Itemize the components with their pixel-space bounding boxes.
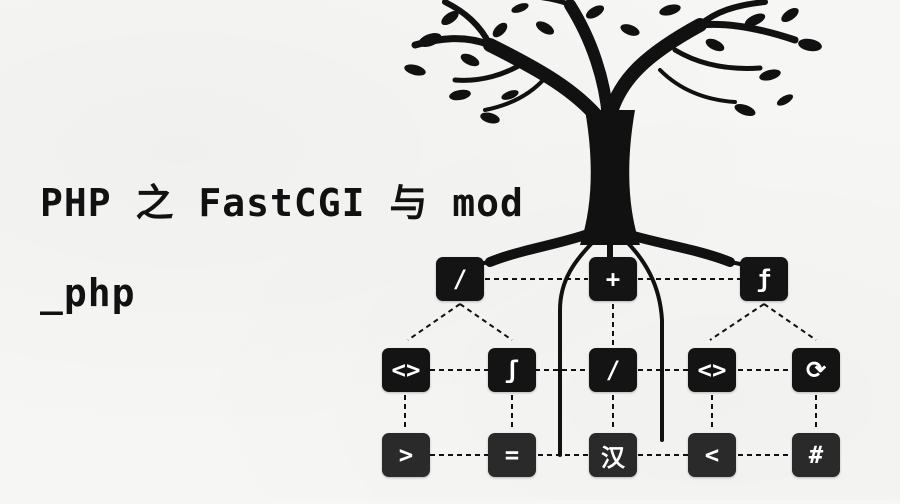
tree-icon bbox=[404, 0, 822, 457]
node-bottom-2: = bbox=[488, 433, 536, 477]
node-mid-5: ⟳ bbox=[792, 348, 840, 392]
node-bottom-5: # bbox=[792, 433, 840, 477]
node-mid-1: <> bbox=[382, 348, 430, 392]
node-root-left: / bbox=[436, 257, 484, 301]
page-title: PHP 之 FastCGI 与 mod _php bbox=[40, 158, 540, 338]
title-line-2: _php bbox=[40, 271, 136, 315]
node-mid-3: / bbox=[589, 348, 637, 392]
node-root-mid: + bbox=[589, 257, 637, 301]
node-root-right: ƒ bbox=[740, 257, 788, 301]
tree-illustration: / + ƒ <> ʃ / <> ⟳ > = 汉 < # bbox=[370, 0, 900, 500]
node-mid-2: ʃ bbox=[488, 348, 536, 392]
node-mid-4: <> bbox=[688, 348, 736, 392]
title-line-1: PHP 之 FastCGI 与 mod bbox=[40, 181, 524, 225]
node-bottom-1: > bbox=[382, 433, 430, 477]
node-bottom-4: < bbox=[688, 433, 736, 477]
leaf-icon bbox=[404, 3, 822, 124]
node-bottom-3: 汉 bbox=[589, 433, 637, 477]
